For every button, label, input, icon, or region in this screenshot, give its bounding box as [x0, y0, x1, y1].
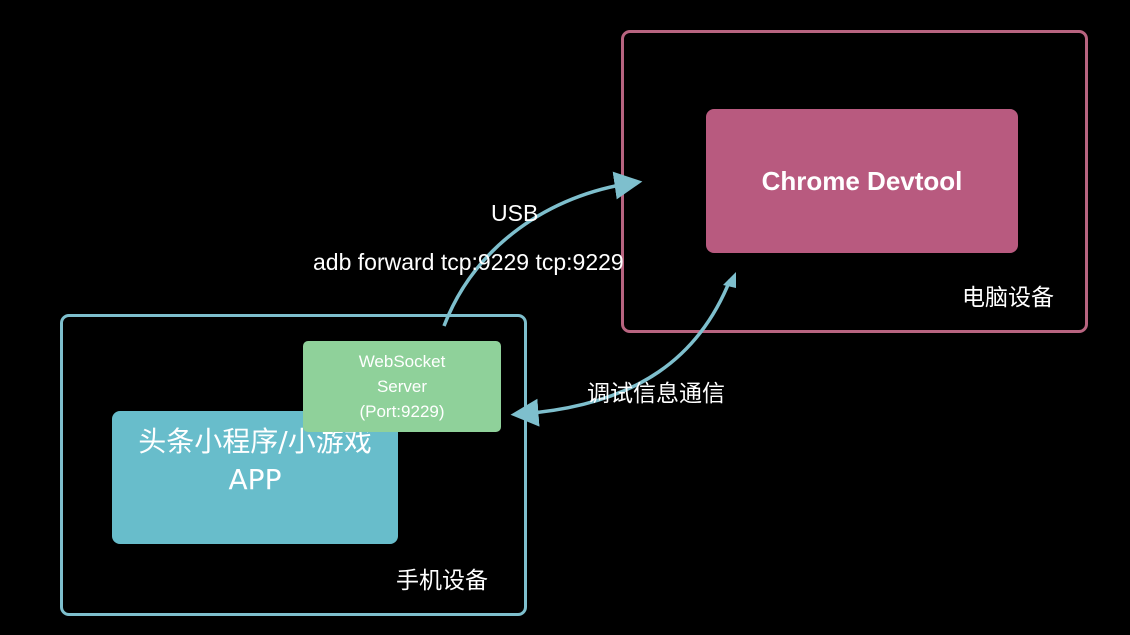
chrome-devtool-label: Chrome Devtool — [761, 165, 963, 196]
ws-label-line1: WebSocket — [358, 352, 446, 371]
ws-label-line3: (Port:9229) — [359, 402, 445, 421]
debug-arrow-start-head — [723, 272, 736, 288]
chrome-devtool-node: Chrome Devtool — [706, 109, 1018, 253]
usb-arrow — [442, 171, 643, 327]
phone-device-label: 手机设备 — [396, 568, 488, 594]
ws-label-line2: Server — [376, 377, 428, 396]
debug-communication-label: 调试信息通信 — [587, 381, 725, 407]
phone-device-frame — [60, 314, 527, 616]
app-label-line2: APP — [228, 463, 282, 496]
websocket-server-node: WebSocket Server (Port:9229) — [303, 341, 501, 432]
pc-device-label: 电脑设备 — [962, 285, 1054, 311]
adb-command-label: adb forward tcp:9229 tcp:9229 — [313, 249, 624, 275]
usb-label: USB — [491, 200, 539, 226]
debug-arrow — [510, 279, 732, 427]
